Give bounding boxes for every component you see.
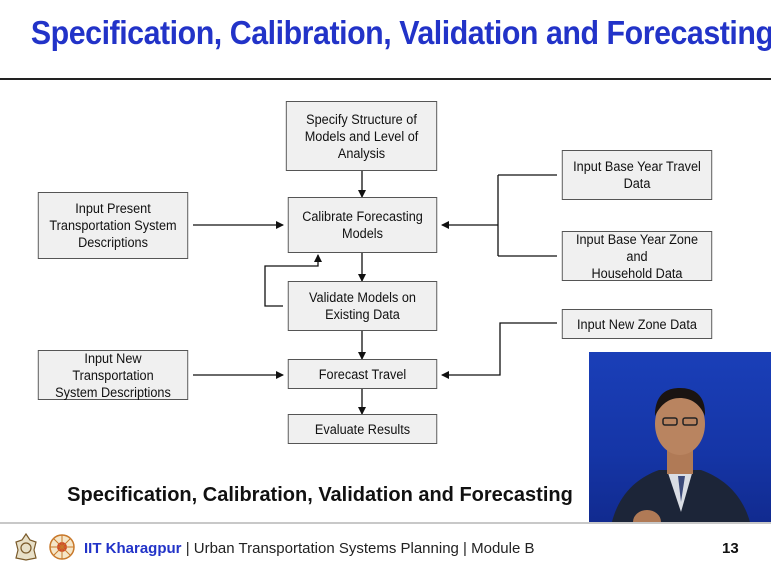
- slide-title: Specification, Calibration, Validation a…: [30, 14, 771, 51]
- footer: IIT Kharagpur | Urban Transportation Sys…: [0, 524, 771, 575]
- arrow-new-zone-to-forecast: [441, 322, 557, 379]
- flowchart-connectors: [193, 171, 557, 415]
- footer-course-info: IIT Kharagpur | Urban Transportation Sys…: [84, 540, 535, 557]
- footer-divider: [0, 522, 771, 524]
- slide-subtitle: Specification, Calibration, Validation a…: [67, 484, 573, 506]
- box-input-new-zone: Input New Zone Data: [561, 309, 713, 339]
- nptel-logo-icon: [49, 534, 75, 560]
- box-forecast-travel: Forecast Travel: [287, 359, 438, 389]
- feedback-loop-validate-to-calibrate: [264, 254, 322, 307]
- page-number: 13: [722, 540, 739, 557]
- footer-institute: IIT Kharagpur: [84, 540, 182, 557]
- box-evaluate-results: Evaluate Results: [287, 414, 438, 444]
- footer-course: | Urban Transportation Systems Planning …: [185, 540, 535, 557]
- presenter-video: [589, 352, 771, 538]
- iit-emblem-icon: [15, 532, 37, 561]
- title-divider: [0, 78, 771, 80]
- presenter-silhouette: [609, 388, 753, 538]
